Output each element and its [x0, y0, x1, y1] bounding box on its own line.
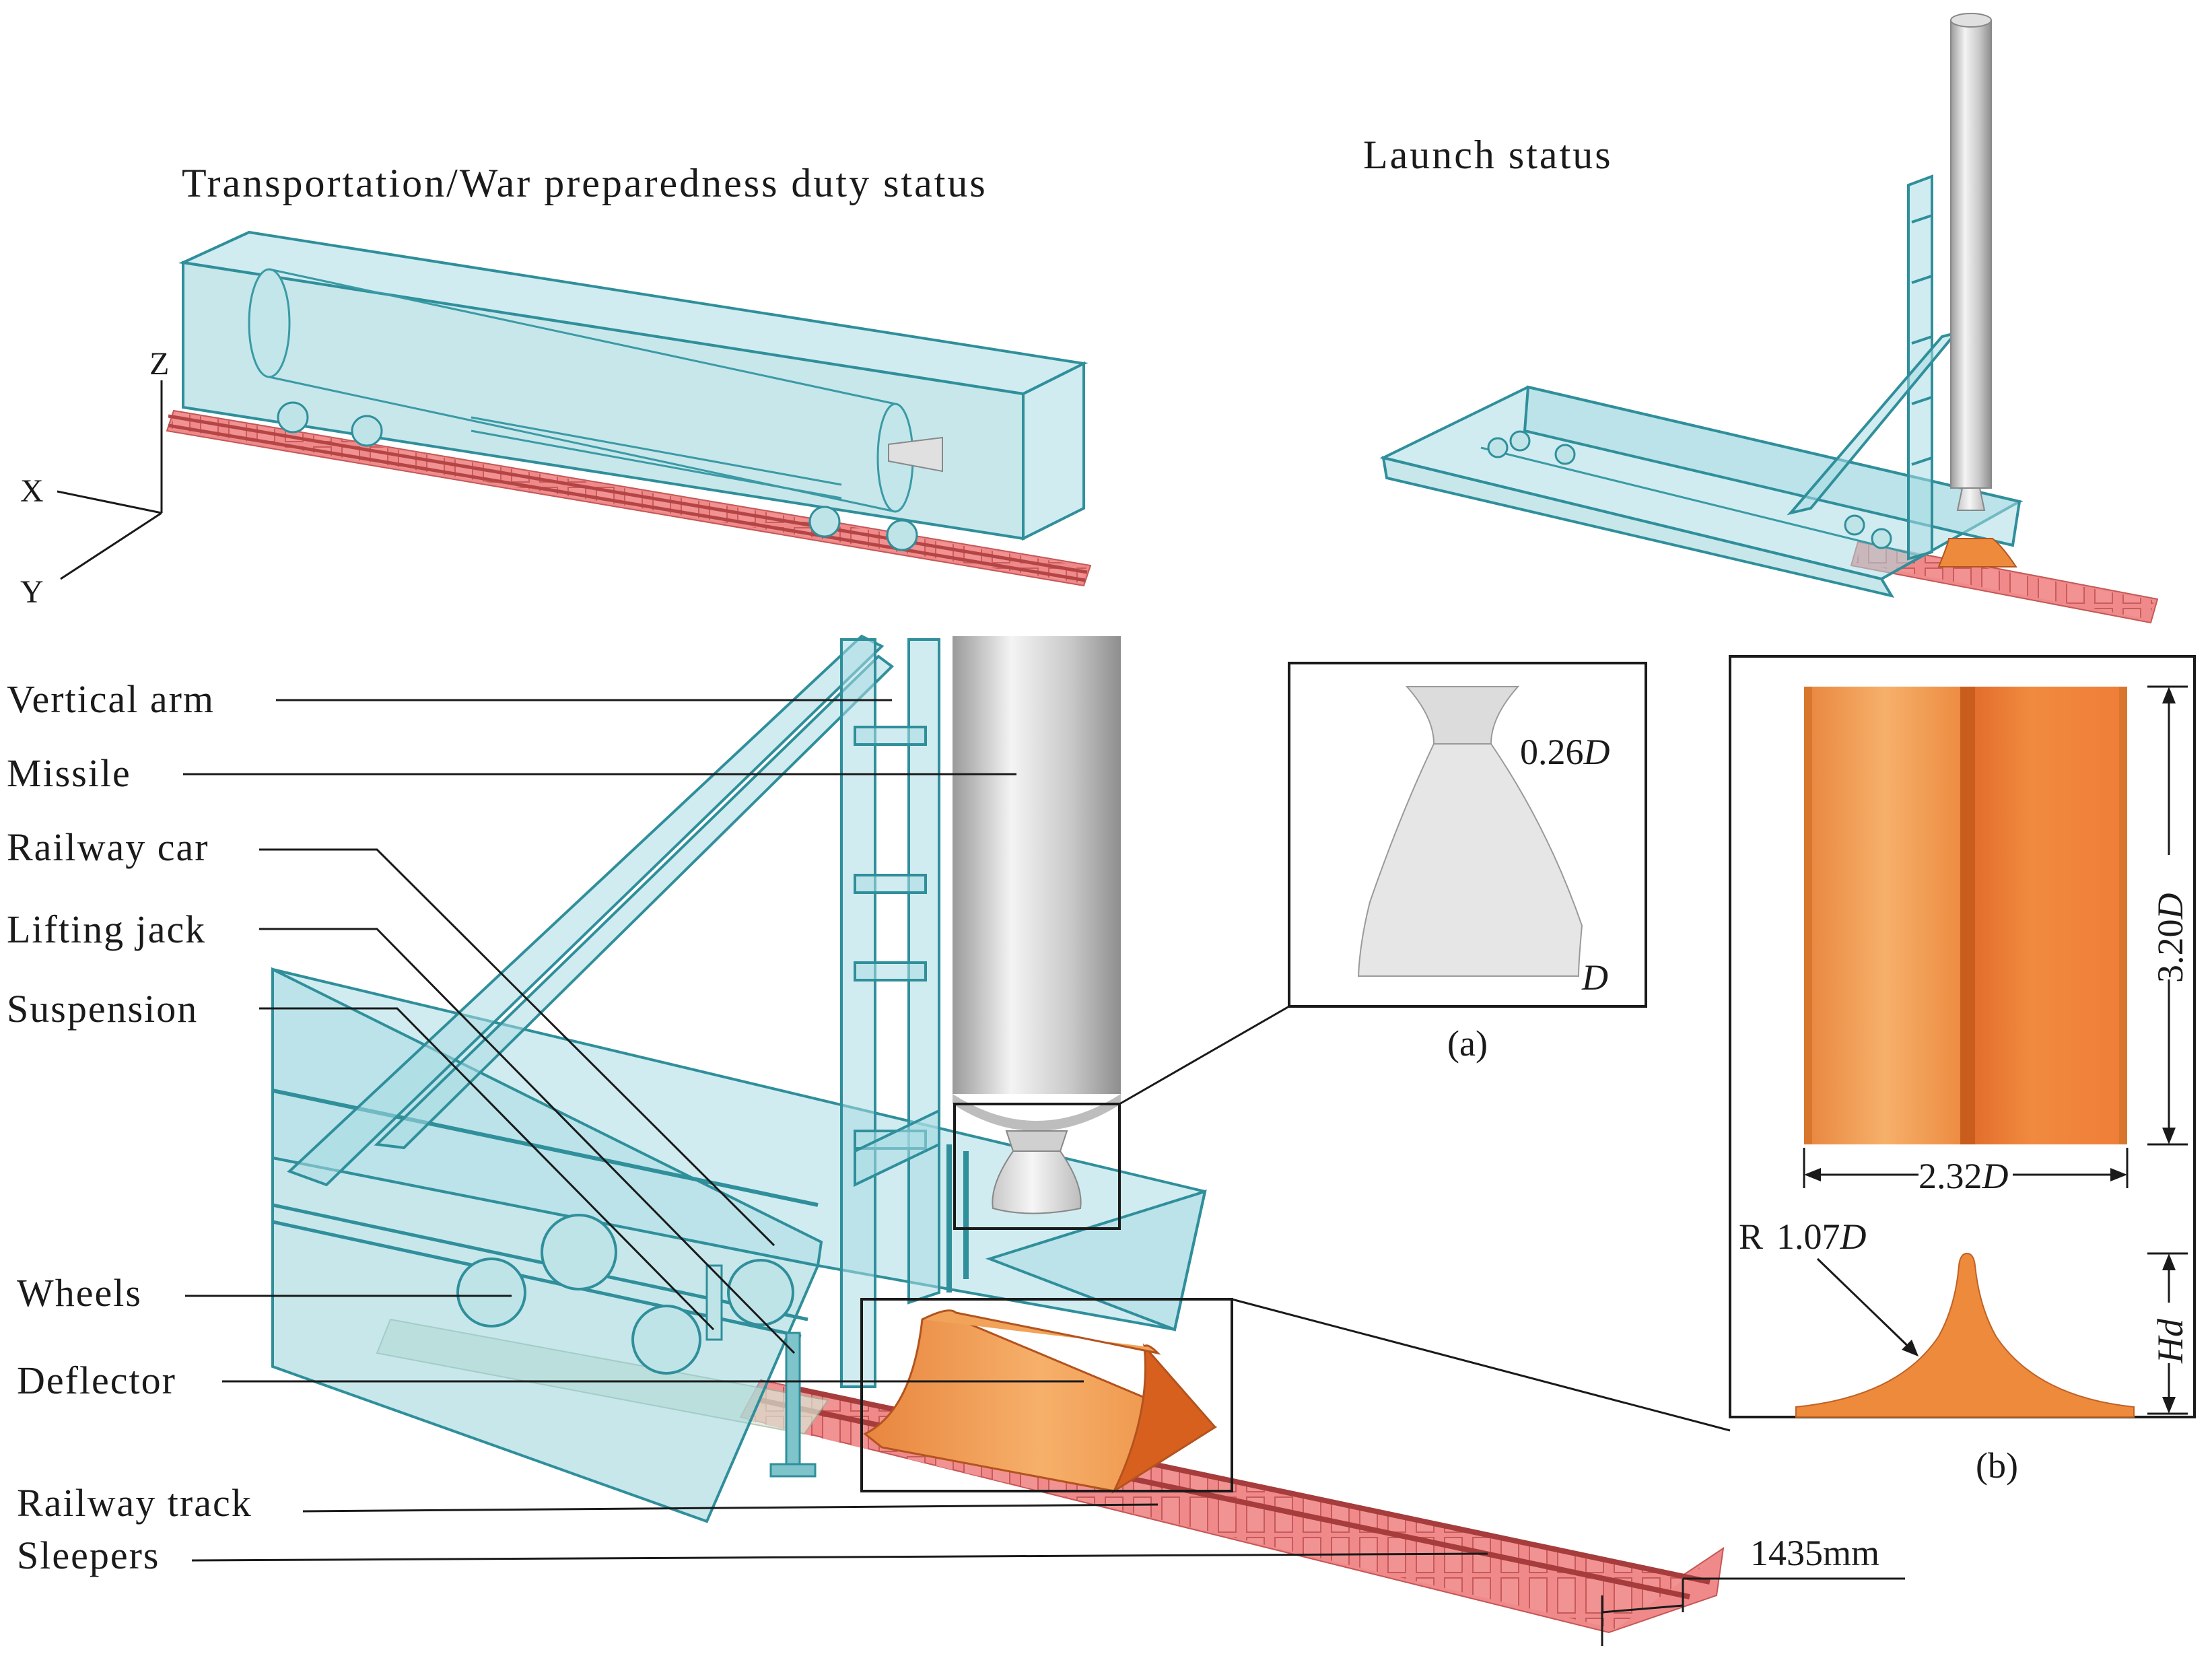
- inset-b-width-value: 2.32: [1919, 1156, 1982, 1196]
- axis-triad: Z X Y: [20, 346, 169, 610]
- label-suspension: Suspension: [7, 987, 198, 1031]
- label-railway-track: Railway track: [17, 1481, 252, 1525]
- inset-a-caption: (a): [1447, 1023, 1488, 1064]
- launch-deflector: [1937, 538, 2017, 567]
- label-lifting-jack: Lifting jack: [7, 907, 206, 951]
- zoom-box-nozzle: [953, 1103, 1121, 1230]
- inset-b-height-label: Hd: [2150, 1318, 2190, 1364]
- axis-x-label: X: [20, 473, 44, 509]
- svg-text:R1.07D: R 1.07D: [1739, 1216, 1867, 1257]
- inset-b-radius-callout: R 1.07D: [1739, 1216, 1919, 1356]
- inset-b-caption: (b): [1976, 1445, 2018, 1486]
- inset-b-radius-unit: D: [1840, 1216, 1867, 1257]
- detail-missile: [953, 636, 1121, 1214]
- transport-title: Transportation/War preparedness duty sta…: [182, 161, 988, 205]
- label-missile: Missile: [7, 751, 131, 795]
- label-railway-car: Railway car: [7, 825, 209, 869]
- launch-vertical-arm: [1787, 174, 1960, 561]
- inset-a-throat-unit: D: [1583, 732, 1610, 772]
- inset-b-length-dimension: 3.20D: [2147, 685, 2190, 1146]
- axis-y-label: Y: [20, 574, 44, 610]
- detail-view: 1435mm Vertical arm Missile Railway car …: [7, 634, 1905, 1646]
- axis-z-label: Z: [149, 346, 169, 382]
- svg-text:3.20D: 3.20D: [2150, 893, 2190, 984]
- track-gauge-label: 1435mm: [1750, 1533, 1879, 1573]
- launch-title: Launch status: [1363, 133, 1613, 177]
- inset-b-width-unit: D: [1982, 1156, 2009, 1196]
- inset-a-nozzle: [1357, 686, 1583, 977]
- inset-b-radius-value: 1.07: [1776, 1216, 1840, 1257]
- inset-a-throat-value: 0.26: [1520, 732, 1584, 772]
- transport-track: [166, 409, 1092, 587]
- track-gauge-dimension: 1435mm: [1601, 1533, 1905, 1646]
- lifting-jack-shape: [785, 1332, 801, 1472]
- transport-view: Transportation/War preparedness duty sta…: [20, 161, 1092, 610]
- inset-b-height-dimension: Hd: [2147, 1252, 2190, 1415]
- inset-a-exit-unit: D: [1581, 957, 1608, 998]
- svg-text:2.32D: 2.32D: [1919, 1156, 2009, 1196]
- label-sleepers: Sleepers: [17, 1534, 160, 1577]
- detail-deflector: [863, 1309, 1218, 1494]
- label-vertical-arm: Vertical arm: [7, 677, 215, 721]
- zoom-box-deflector: [860, 1298, 1233, 1492]
- inset-b-top-view: [1804, 687, 2127, 1144]
- inset-b-radius-prefix: R: [1739, 1216, 1763, 1257]
- launch-railway-car: [1379, 385, 2024, 598]
- inset-b-length-unit: D: [2150, 893, 2190, 920]
- detail-wheels: [456, 1214, 794, 1375]
- component-labels: Vertical arm Missile Railway car Lifting…: [7, 677, 1488, 1577]
- svg-text:0.26D: 0.26D: [1520, 732, 1610, 772]
- inset-b-width-dimension: 2.32D: [1803, 1148, 2129, 1196]
- transport-railway-car: [178, 230, 1088, 551]
- launch-view: Launch status: [1363, 13, 2159, 624]
- label-deflector: Deflector: [17, 1358, 176, 1402]
- launch-missile: [1950, 13, 1992, 511]
- label-wheels: Wheels: [17, 1271, 142, 1315]
- inset-b-profile: [1795, 1252, 2135, 1418]
- detail-vertical-arm: [840, 638, 969, 1388]
- inset-b-length-value: 3.20: [2150, 920, 2190, 984]
- inset-a: 0.26D D (a): [1288, 662, 1647, 1064]
